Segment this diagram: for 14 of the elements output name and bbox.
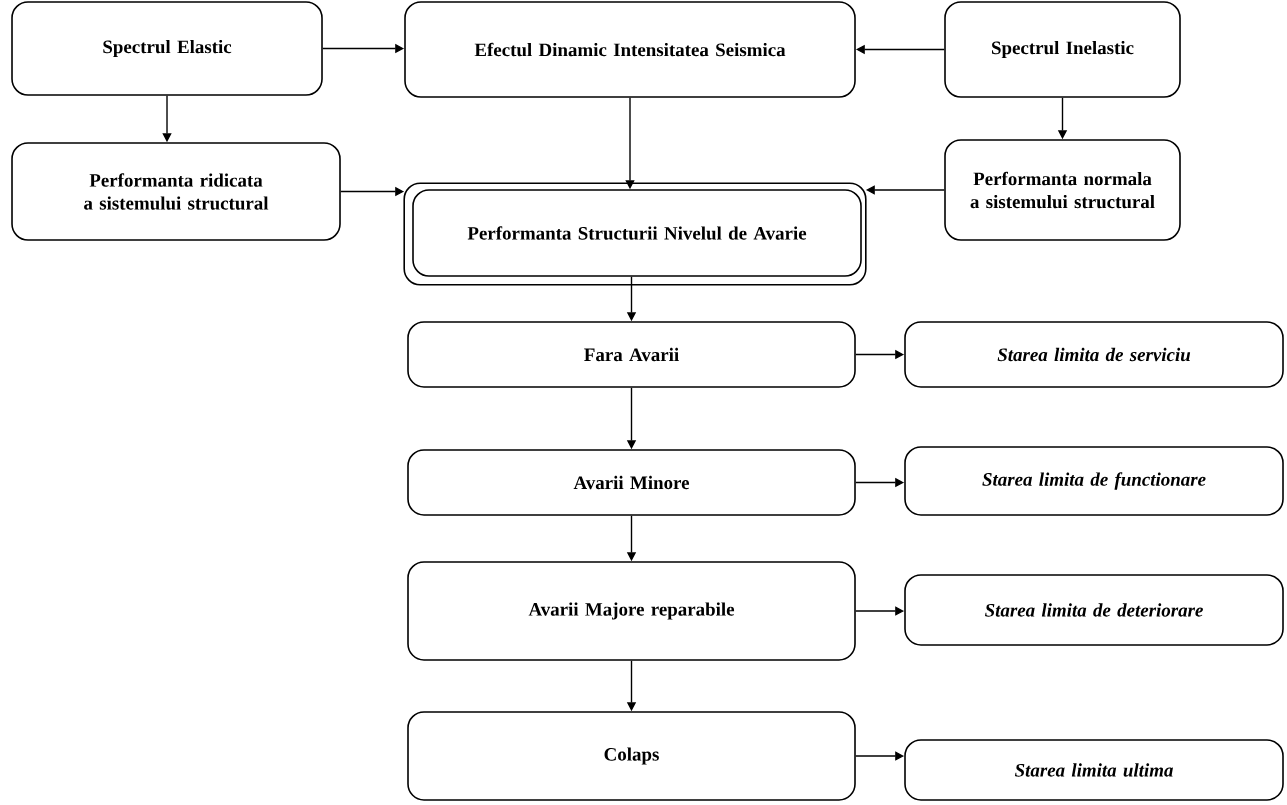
process-box: Performanta Structurii Nivelul de Avarie — [403, 182, 867, 286]
process-box: Fara Avarii — [407, 321, 856, 388]
limit-state-box: Starea limita de serviciu — [904, 321, 1284, 388]
process-box: Avarii Majore reparabile — [407, 561, 856, 661]
process-box: Performanta normala a sistemului structural — [944, 139, 1181, 241]
limit-state-box: Starea limita de deteriorare — [904, 574, 1284, 646]
process-box: Colaps — [407, 711, 856, 801]
process-box: Efectul Dinamic Intensitatea Seismica — [404, 1, 856, 98]
process-box: Spectrul Inelastic — [944, 1, 1181, 98]
limit-state-box: Starea limita de functionare — [904, 446, 1284, 516]
limit-state-box: Starea limita ultima — [904, 739, 1284, 801]
process-box: Spectrul Elastic — [11, 1, 323, 96]
process-box: Performanta ridicata a sistemului structural — [11, 142, 341, 241]
process-box: Avarii Minore — [407, 449, 856, 516]
